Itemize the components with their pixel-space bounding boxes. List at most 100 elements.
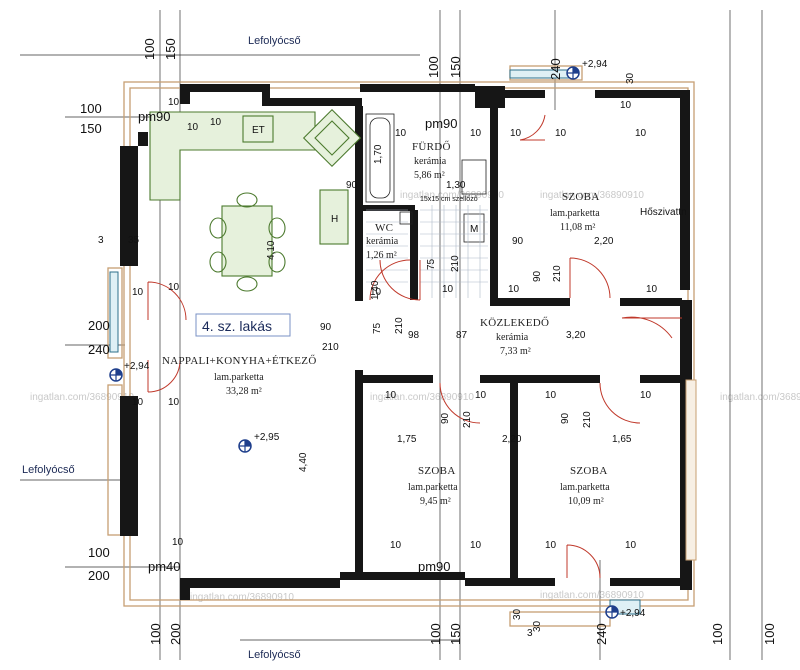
room-floor: kerámia bbox=[414, 156, 447, 167]
dim-text: 1,75 bbox=[397, 434, 417, 445]
dim-text: 90 bbox=[320, 322, 332, 333]
dim-text: 200 bbox=[88, 318, 110, 333]
level-marker-icon bbox=[566, 66, 580, 80]
offset-text: 10 bbox=[646, 284, 658, 295]
offset-text: 10 bbox=[508, 284, 520, 295]
dim-text: 200 bbox=[88, 568, 110, 583]
room-area: 7,33 m² bbox=[500, 346, 531, 357]
dim-text: 150 bbox=[448, 56, 463, 78]
level-markers: +2,94 +2,94 +2,95 +2,94 bbox=[109, 59, 646, 619]
dim-text: 210 bbox=[462, 411, 473, 428]
level-marker-icon bbox=[238, 439, 252, 453]
offset-text: 10 bbox=[555, 128, 567, 139]
level-value: +2,94 bbox=[124, 361, 150, 372]
washbasin-icon bbox=[461, 159, 487, 195]
dim-text: 3 bbox=[98, 235, 104, 246]
ceiling-note: pm90 bbox=[425, 116, 458, 131]
toilet-icon bbox=[399, 211, 413, 225]
dim-text: 75 bbox=[426, 258, 437, 270]
room-area: 33,28 m² bbox=[226, 386, 262, 397]
appliance-label-h: H bbox=[331, 214, 338, 225]
dim-text: 240 bbox=[88, 342, 110, 357]
watermark: ingatlan.com/36890910 bbox=[30, 392, 134, 403]
offset-text: 10 bbox=[640, 390, 652, 401]
dim-text: 100 bbox=[710, 623, 725, 645]
offset-text: 10 bbox=[172, 537, 184, 548]
watermarks: ingatlan.com/36890910 ingatlan.com/36890… bbox=[30, 190, 800, 603]
dim-text: 1,30 bbox=[446, 180, 466, 191]
offset-text: 10 bbox=[470, 128, 482, 139]
dim-text: 2,20 bbox=[502, 434, 522, 445]
offset-marks: 10 10 10 10 10 10 10 10 10 10 10 10 10 1… bbox=[132, 97, 658, 551]
washing-machine-icon bbox=[463, 213, 485, 243]
room-floor: lam.parketta bbox=[214, 372, 264, 383]
vent-note: 15x15 cm szellőző bbox=[420, 196, 478, 203]
dim-text: 87 bbox=[456, 330, 468, 341]
dim-text: 10 bbox=[210, 117, 222, 128]
dim-text: 200 bbox=[168, 623, 183, 645]
watermark: ingatlan.com/36890910 bbox=[720, 392, 800, 403]
room-area: 11,08 m² bbox=[560, 222, 595, 233]
dim-text: 240 bbox=[548, 58, 563, 80]
unit-label: 4. sz. lakás bbox=[202, 318, 272, 334]
offset-text: 10 bbox=[545, 390, 557, 401]
offset-text: 10 bbox=[168, 397, 180, 408]
dim-text: 100 bbox=[426, 56, 441, 78]
watermark: ingatlan.com/36890910 bbox=[540, 590, 644, 601]
ceiling-note: pm90 bbox=[138, 109, 171, 124]
drain-label: Lefolyócső bbox=[248, 649, 301, 661]
dim-text: 90 bbox=[440, 412, 451, 424]
offset-text: 10 bbox=[385, 390, 397, 401]
level-marker-icon bbox=[109, 368, 123, 382]
dim-text: 100 bbox=[88, 545, 110, 560]
offset-text: 10 bbox=[370, 287, 382, 298]
dim-text: 1,70 bbox=[373, 144, 384, 164]
room-floor: lam.parketta bbox=[550, 208, 600, 219]
dim-text: 90 bbox=[560, 412, 571, 424]
room-floor: kerámia bbox=[496, 332, 529, 343]
room-area: 10,09 m² bbox=[568, 496, 604, 507]
room-name: KÖZLEKEDŐ bbox=[480, 317, 549, 329]
dim-text: 1,40 bbox=[370, 280, 381, 300]
room-name: WC bbox=[375, 222, 393, 234]
dim-text: 210 bbox=[322, 342, 339, 353]
dim-text: 98 bbox=[408, 330, 420, 341]
offset-text: 10 bbox=[625, 540, 637, 551]
dim-text: 150 bbox=[80, 121, 102, 136]
room-name: SZOBA bbox=[570, 465, 608, 477]
offset-text: 10 bbox=[470, 540, 482, 551]
dim-text: 3 bbox=[527, 628, 533, 639]
kitchen: ET H bbox=[149, 108, 362, 292]
dim-text: 3,20 bbox=[566, 330, 586, 341]
level-value: +2,95 bbox=[254, 432, 280, 443]
dining-table-icon bbox=[221, 205, 273, 277]
drain-label: Lefolyócső bbox=[22, 464, 75, 476]
dim-text: 10 bbox=[620, 100, 632, 111]
offset-text: 10 bbox=[442, 284, 454, 295]
bath-fixtures: M bbox=[365, 113, 488, 298]
dim-text: 210 bbox=[394, 317, 405, 334]
room-floor: lam.parketta bbox=[560, 482, 610, 493]
offset-text: 10 bbox=[168, 97, 180, 108]
watermark: ingatlan.com/36890910 bbox=[540, 190, 644, 201]
room-floor: lam.parketta bbox=[408, 482, 458, 493]
dim-text: 4,10 bbox=[266, 240, 277, 260]
dim-text: 150 bbox=[448, 623, 463, 645]
offset-text: 10 bbox=[187, 122, 199, 133]
offset-text: 10 bbox=[545, 540, 557, 551]
dim-text: 90 bbox=[532, 270, 543, 282]
offset-text: 10 bbox=[132, 397, 144, 408]
dim-text: 75 bbox=[372, 322, 383, 334]
dim-text: 90 bbox=[346, 180, 358, 191]
dim-text: 1,65 bbox=[612, 434, 632, 445]
dim-text: 35 bbox=[128, 235, 140, 246]
ceiling-note: pm90 bbox=[418, 559, 451, 574]
appliance-label-et: ET bbox=[252, 125, 265, 136]
dim-text: 100 bbox=[142, 38, 157, 60]
windows bbox=[109, 69, 697, 615]
offset-text: 10 bbox=[475, 390, 487, 401]
dim-text: 100 bbox=[80, 101, 102, 116]
dim-text: 210 bbox=[450, 255, 461, 272]
level-marker-icon bbox=[605, 605, 619, 619]
unit-label-box bbox=[195, 313, 291, 337]
